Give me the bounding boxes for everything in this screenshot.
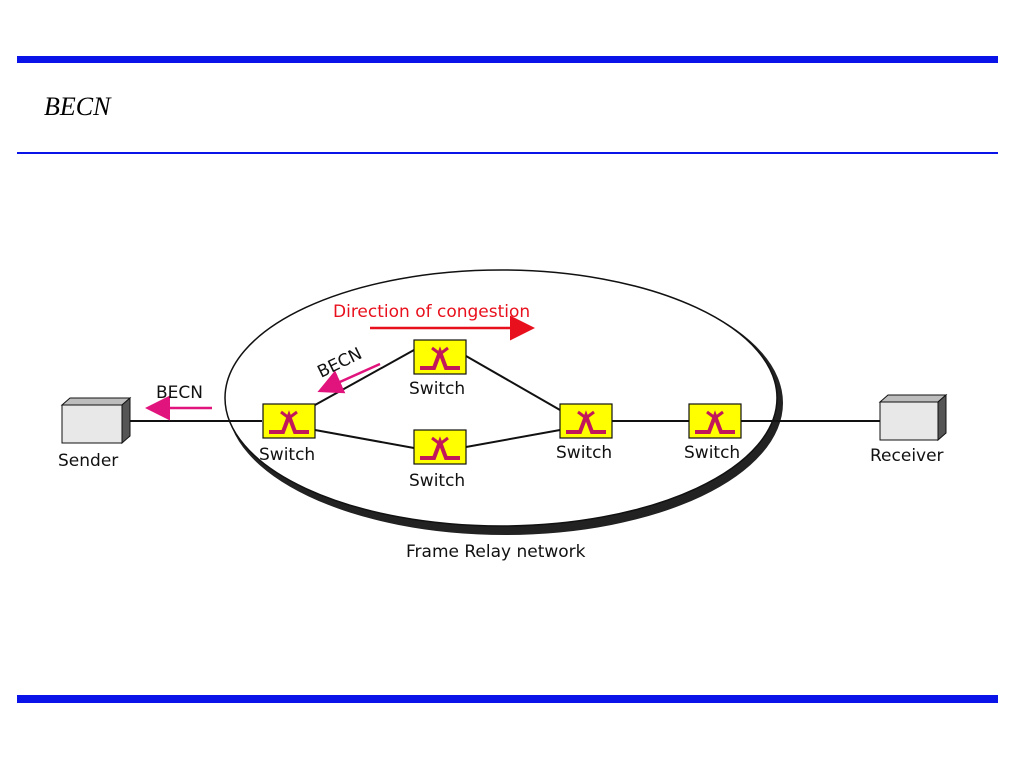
receiver-label: Receiver <box>870 446 944 466</box>
becn-label-outer: BECN <box>156 383 203 403</box>
link-upper-right <box>465 355 561 411</box>
slide-title: BECN <box>44 92 111 121</box>
switch-label-2: Switch <box>409 379 465 399</box>
sender-icon <box>60 396 132 445</box>
link-lower-right <box>465 429 561 448</box>
network-label: Frame Relay network <box>406 542 586 562</box>
switch-node-3 <box>413 429 467 465</box>
top-rule <box>17 56 998 63</box>
switch-node-5 <box>688 403 742 439</box>
switch-label-1: Switch <box>259 445 315 465</box>
switch-label-4: Switch <box>556 443 612 463</box>
network-ellipse <box>224 269 778 527</box>
switch-label-3: Switch <box>409 471 465 491</box>
title-rule <box>17 152 998 154</box>
link-upper-left <box>314 349 415 406</box>
switch-node-2 <box>413 339 467 375</box>
links <box>126 349 880 449</box>
switch-node-4 <box>559 403 613 439</box>
becn-arrow-inner <box>317 362 381 394</box>
direction-label: Direction of congestion <box>333 302 530 322</box>
switch-label-5: Switch <box>684 443 740 463</box>
switch-node-1 <box>262 403 316 439</box>
bottom-rule <box>17 695 998 703</box>
link-lower-left <box>314 429 415 449</box>
receiver-icon <box>878 393 948 442</box>
sender-label: Sender <box>58 451 118 471</box>
